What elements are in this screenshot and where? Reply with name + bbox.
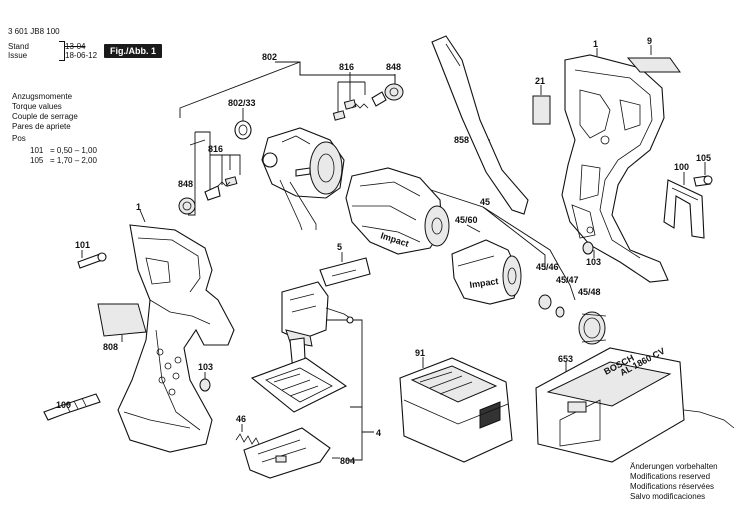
screwdriver-bit — [43, 393, 101, 421]
modifications-es: Salvo modificaciones — [630, 492, 706, 501]
leader-lines — [68, 45, 706, 461]
label-802: 802 — [262, 52, 277, 62]
torque-line-pos: Pos — [12, 134, 26, 143]
label-101: 101 — [75, 240, 90, 250]
label-9: 9 — [647, 36, 652, 46]
label-5: 5 — [337, 242, 342, 252]
label-858: 858 — [454, 135, 469, 145]
issue-label: Issue — [8, 51, 28, 60]
belt-clip — [663, 179, 705, 239]
label-816-left: 816 — [208, 144, 223, 154]
housing-shell-left — [117, 224, 235, 453]
header-bracket — [59, 41, 65, 61]
torque-line-fr: Couple de serrage — [12, 112, 78, 121]
contact-plate-804 — [243, 427, 331, 479]
figure-badge: Fig./Abb. 1 — [104, 44, 162, 58]
spring-46 — [235, 433, 261, 447]
label-1-left: 1 — [136, 202, 141, 212]
label-848-top: 848 — [386, 62, 401, 72]
charger-653: BOSCH AL 1860 CV — [535, 346, 735, 463]
battery-pack-91 — [399, 357, 513, 463]
switch-cover-5 — [319, 257, 371, 287]
label-103-right: 103 — [586, 257, 601, 267]
rubber-bumper-103-right — [582, 241, 594, 255]
torque-range-101: = 0,50 – 1,00 — [50, 146, 97, 155]
modifications-en: Modifications reserved — [630, 472, 711, 481]
bearing-cap-848-left — [178, 197, 196, 215]
carbon-brushes-left — [204, 176, 238, 201]
o-ring-802-33 — [234, 120, 252, 140]
carbon-brushes-top — [332, 91, 387, 121]
part-number-labels: 1 9 802 816 848 21 802/33 858 816 848 10… — [56, 36, 711, 466]
label-808: 808 — [103, 342, 118, 352]
stand-label: Stand — [8, 42, 29, 51]
modifications-de: Änderungen vorbehalten — [630, 462, 718, 471]
torque-pos-105: 105 — [30, 156, 44, 165]
label-816-top: 816 — [339, 62, 354, 72]
rubber-bumper-103-left — [199, 378, 211, 392]
torque-range-105: = 1,70 – 2,00 — [50, 156, 97, 165]
label-45-48: 45/48 — [578, 287, 601, 297]
label-plate-21 — [532, 95, 551, 125]
label-802-33: 802/33 — [228, 98, 256, 108]
torque-line-de: Anzugsmomente — [12, 92, 73, 101]
label-848-left: 848 — [178, 179, 193, 189]
label-4: 4 — [376, 428, 381, 438]
doc-number: 3 601 JB8 100 — [8, 27, 60, 36]
issue-value: 18-06-12 — [65, 51, 98, 60]
label-103-left: 103 — [198, 362, 213, 372]
label-21: 21 — [535, 76, 545, 86]
label-45-46: 45/46 — [536, 262, 559, 272]
switch-module-4 — [250, 281, 354, 413]
belt-strap — [431, 35, 529, 215]
housing-shell-right — [561, 54, 669, 283]
torque-pos-101: 101 — [30, 146, 44, 155]
ring-45-47 — [555, 306, 565, 318]
motor-assembly-802 — [261, 127, 345, 231]
bearing-cap-848-top — [384, 83, 404, 101]
label-91: 91 — [415, 348, 425, 358]
screw-105 — [693, 175, 713, 187]
label-45-60: 45/60 — [455, 215, 478, 225]
label-45-47: 45/47 — [556, 275, 579, 285]
label-105: 105 — [696, 153, 711, 163]
label-1-right: 1 — [593, 39, 598, 49]
nose-marking: Impact — [469, 276, 499, 290]
label-plate-808 — [97, 303, 147, 337]
label-45: 45 — [480, 197, 490, 207]
label-804: 804 — [340, 456, 355, 466]
nose-cover-45-60: Impact — [451, 239, 522, 305]
stand-value: 13-04 — [65, 42, 86, 51]
impact-gear-housing: Impact — [345, 167, 450, 255]
label-100: 100 — [674, 162, 689, 172]
label-109: 109 — [56, 400, 71, 410]
sleeve-45-48 — [578, 311, 607, 345]
screw-101 — [77, 252, 107, 269]
label-plate-9 — [626, 57, 681, 73]
torque-line-es: Pares de apriete — [12, 122, 71, 131]
torque-line-en: Torque values — [12, 102, 62, 111]
label-46: 46 — [236, 414, 246, 424]
ring-45-46 — [538, 294, 552, 310]
label-653: 653 — [558, 354, 573, 364]
modifications-fr: Modifications réservées — [630, 482, 715, 491]
